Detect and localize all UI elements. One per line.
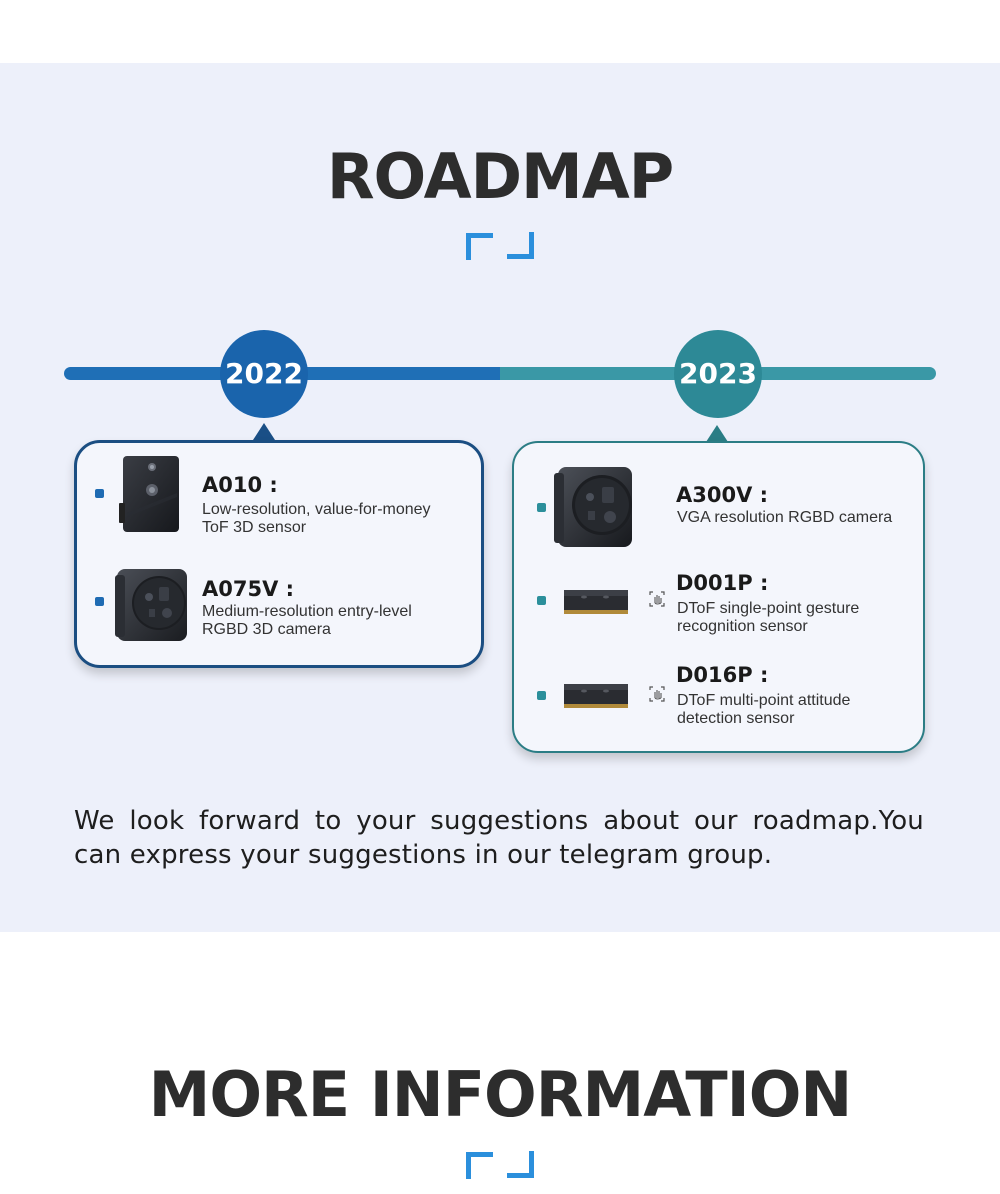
product-desc-d001p-line1: DToF single-point gesture	[677, 600, 860, 617]
bullet-dot	[95, 597, 104, 606]
bullet-dot	[95, 489, 104, 498]
timeline-bar	[64, 367, 936, 380]
products-2023-card: A300V : VGA resolution RGBD camera D001P…	[512, 441, 925, 753]
product-name-a010: A010 :	[202, 473, 278, 497]
d016p-chip-image	[564, 684, 628, 708]
bracket-decoration-icon	[466, 232, 534, 260]
product-name-a075v: A075V :	[202, 577, 295, 601]
roadmap-suggestion-note: We look forward to your suggestions abou…	[74, 806, 924, 870]
a075v-camera-image	[115, 569, 187, 641]
d001p-chip-image	[564, 590, 628, 614]
bullet-dot	[537, 596, 546, 605]
product-desc-a010-line1: Low-resolution, value-for-money	[202, 501, 431, 518]
pointer-2022	[253, 423, 275, 440]
hand-gesture-icon	[649, 686, 665, 702]
hand-gesture-icon	[649, 591, 665, 607]
product-desc-d016p-line2: detection sensor	[677, 710, 795, 727]
roadmap-title: ROADMAP	[326, 140, 674, 213]
bracket-decoration-icon	[466, 1151, 534, 1179]
product-name-a300v: A300V :	[676, 483, 769, 507]
product-desc-a300v-line1: VGA resolution RGBD camera	[677, 509, 893, 526]
product-name-d016p: D016P :	[676, 663, 769, 687]
product-name-d001p: D001P :	[676, 571, 769, 595]
year-badge-2022: 2022	[220, 330, 308, 418]
year-badge-2023: 2023	[674, 330, 762, 418]
product-desc-a075v-line2: RGBD 3D camera	[202, 621, 331, 638]
a010-sensor-image	[119, 456, 179, 532]
product-desc-d016p-line1: DToF multi-point attitude	[677, 692, 851, 709]
product-desc-d001p-line2: recognition sensor	[677, 618, 808, 635]
more-information-title: MORE INFORMATION	[148, 1058, 853, 1131]
product-desc-a010-line2: ToF 3D sensor	[202, 519, 307, 536]
bullet-dot	[537, 691, 546, 700]
a300v-camera-image	[554, 467, 632, 547]
product-desc-a075v-line1: Medium-resolution entry-level	[202, 603, 412, 620]
pointer-2023	[706, 425, 728, 442]
bullet-dot	[537, 503, 546, 512]
products-2022-card: A010 : Low-resolution, value-for-money T…	[74, 440, 484, 668]
